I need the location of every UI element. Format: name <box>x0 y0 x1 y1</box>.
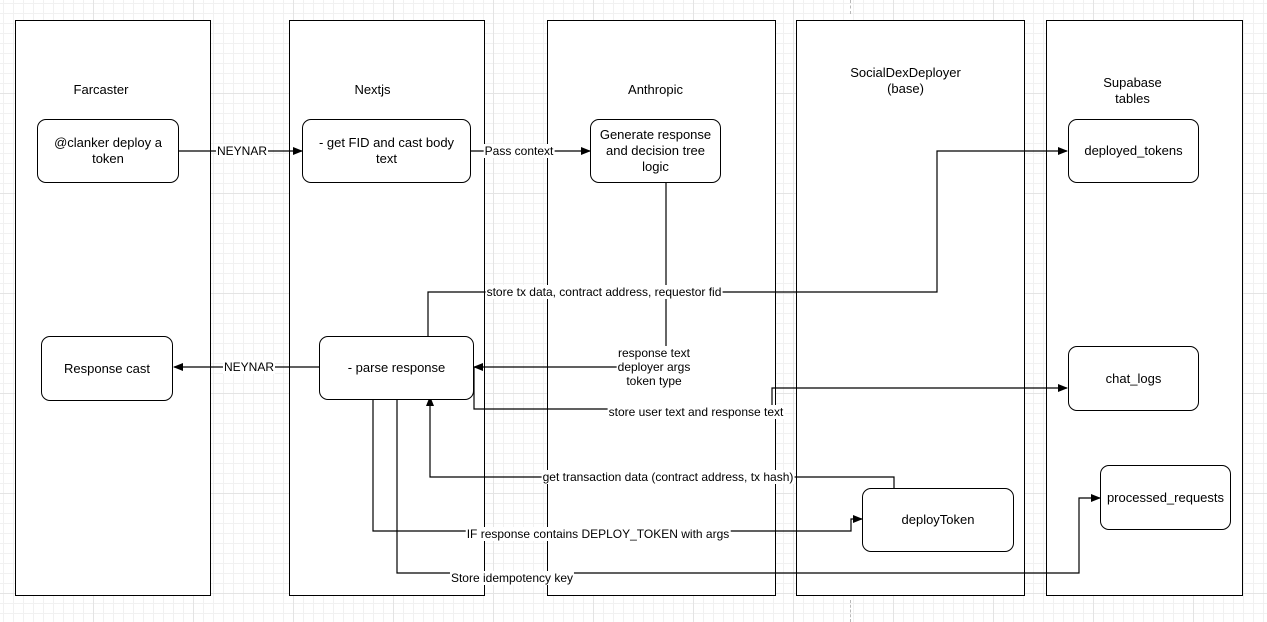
edge-label-if-deploy: IF response contains DEPLOY_TOKEN with a… <box>465 527 731 541</box>
edge-label-pass-context: Pass context <box>483 144 555 158</box>
node-parse-response[interactable]: - parse response <box>319 336 474 400</box>
node-generate-response[interactable]: Generate response and decision tree logi… <box>590 119 721 183</box>
node-chat-logs[interactable]: chat_logs <box>1068 346 1199 411</box>
node-response-cast[interactable]: Response cast <box>41 336 173 401</box>
node-get-fid[interactable]: - get FID and cast body text <box>302 119 471 183</box>
edge-label-store-user-text: store user text and response text <box>607 405 785 419</box>
divider-line-top <box>850 0 851 14</box>
node-clanker-deploy[interactable]: @clanker deploy a token <box>37 119 179 183</box>
edge-label-neynar-out: NEYNAR <box>222 360 276 374</box>
node-deploy-token[interactable]: deployToken <box>862 488 1014 552</box>
edge-label-store-tx: store tx data, contract address, request… <box>485 285 723 299</box>
lane-farcaster <box>15 20 211 596</box>
edge-label-neynar-in: NEYNAR <box>215 144 269 158</box>
lane-title-nextjs: Nextjs <box>354 82 391 97</box>
lane-title-supabase: Supabase tables <box>1103 75 1162 106</box>
lane-title-farcaster: Farcaster <box>73 82 129 97</box>
lane-anthropic <box>547 20 776 596</box>
edge-label-store-idempotency: Store idempotency key <box>449 571 575 585</box>
lane-nextjs <box>289 20 485 596</box>
lane-title-socialdexdeployer: SocialDexDeployer (base) <box>850 65 961 96</box>
node-deployed-tokens[interactable]: deployed_tokens <box>1068 119 1199 183</box>
edge-label-get-tx-data: get transaction data (contract address, … <box>541 470 795 484</box>
lane-title-anthropic: Anthropic <box>628 82 683 97</box>
node-processed-requests[interactable]: processed_requests <box>1100 465 1231 530</box>
edge-label-response-args: response text deployer args token type <box>616 346 692 388</box>
divider-line-bottom <box>850 600 851 622</box>
